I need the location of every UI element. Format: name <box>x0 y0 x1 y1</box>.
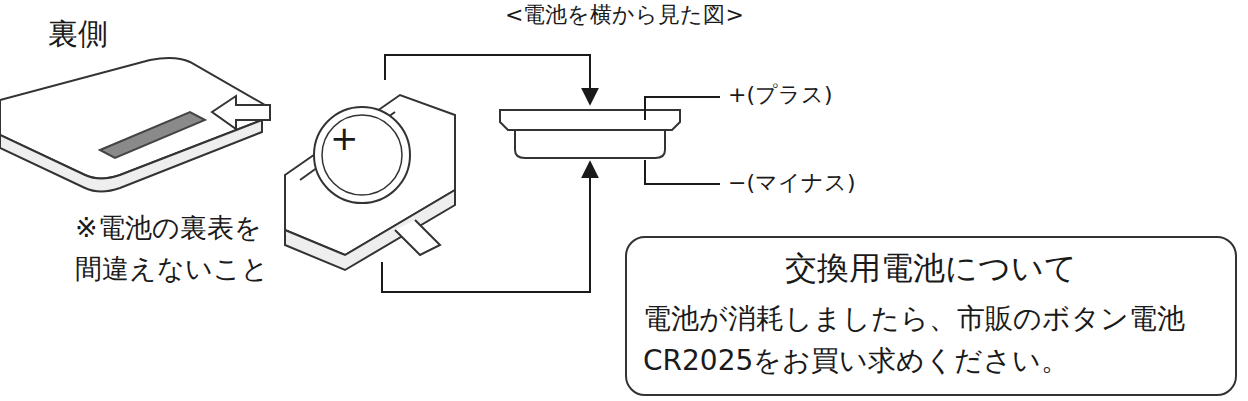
battery-side-view <box>500 110 680 158</box>
remote-control <box>0 58 268 192</box>
minus-label: −(マイナス) <box>728 170 856 196</box>
battery-holder <box>285 95 455 270</box>
minus-leader <box>645 160 720 184</box>
side-label: 裏側 <box>48 16 108 52</box>
polarity-mark: + <box>330 118 359 159</box>
insert-arrow <box>212 96 270 129</box>
coin-cell <box>314 107 410 203</box>
info-box: 交換用電池について電池が消耗しましたら、市販のボタン電池 CR2025をお買い求… <box>625 236 1237 396</box>
plus-label: +(プラス) <box>728 82 833 108</box>
leader-bottom <box>382 162 590 292</box>
leader-top <box>385 55 590 104</box>
box-heading: 交換用電池について <box>643 248 1219 290</box>
warning-note: ※電池の裏表を 間違えないこと <box>75 208 290 289</box>
view-caption: <電池を横から見た図> <box>505 2 744 28</box>
box-body: 電池が消耗しましたら、市販のボタン電池 CR2025をお買い求めください。 <box>643 298 1188 382</box>
plus-leader <box>645 97 720 120</box>
